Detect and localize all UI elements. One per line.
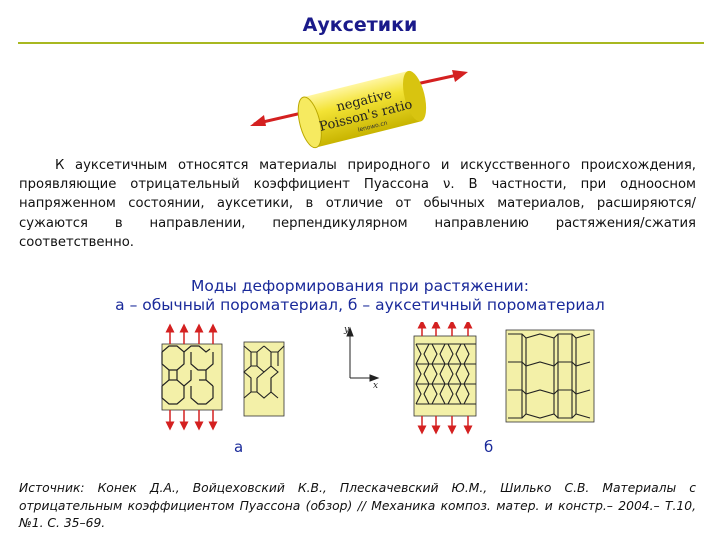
source-citation: Источник: Конек Д.А., Войцеховский К.В.,… (19, 481, 696, 530)
label-b: б (484, 438, 494, 456)
figure-caption-line2: а – обычный пороматериал, б – ауксетичны… (115, 296, 605, 314)
deformation-modes-figure: y x (161, 322, 595, 435)
negative-poisson-cylinder-image: negative Poisson's ratio lenowo.cn (250, 70, 468, 149)
label-a: а (234, 438, 244, 456)
coordinate-axes (346, 326, 380, 382)
body-paragraph-text: К ауксетичным относятся материалы природ… (19, 158, 696, 250)
figure-caption-line1: Моды деформирования при растяжении: (191, 277, 529, 295)
body-paragraph: К ауксетичным относятся материалы природ… (19, 156, 696, 252)
axis-x-label: x (373, 381, 378, 391)
auxetic-reentrant (413, 322, 477, 435)
axis-y-label: y (343, 325, 350, 335)
conventional-deformed (243, 341, 285, 417)
title-underline (18, 42, 704, 44)
conventional-honeycomb (161, 323, 223, 431)
auxetic-expanded (505, 329, 595, 423)
page-title: Ауксетики (302, 14, 418, 36)
